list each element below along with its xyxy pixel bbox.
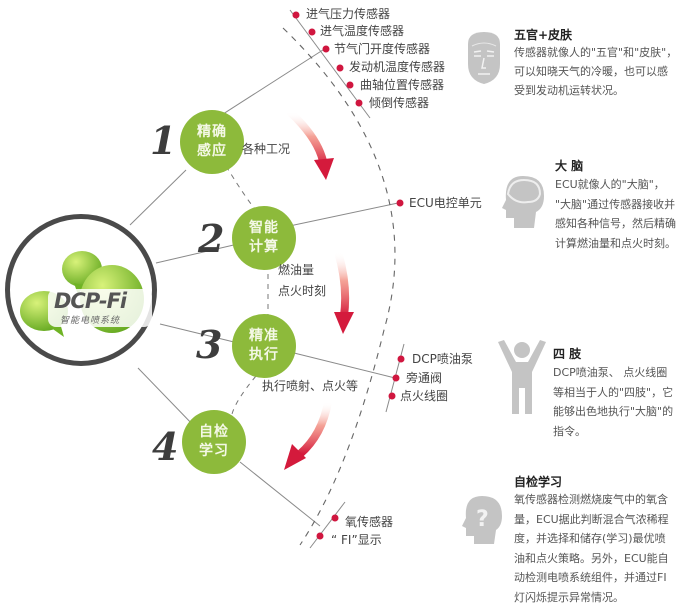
step-2-caption: 燃油量 点火时刻	[278, 260, 326, 302]
panel-line: "大脑"通过传感器接收并	[555, 197, 676, 211]
panel-line: 度，并选择和储存(学习)最优喷	[514, 532, 666, 545]
brain-head-icon	[502, 176, 544, 228]
step-number-3: 3	[196, 322, 223, 367]
spoke-3-actuators	[289, 351, 396, 379]
actuator-dot	[392, 374, 400, 382]
panel-body-brain: ECU就像人的"大脑"， "大脑"通过传感器接收并 感知各种信号，然后精确 计算…	[555, 175, 676, 253]
panel-line: 计算燃油量和点火时刻。	[555, 236, 676, 250]
sensor-dot	[308, 28, 316, 36]
sensor-label: 倾倒传感器	[369, 96, 430, 110]
sensor-label: 进气温度传感器	[320, 24, 405, 38]
panel-line: 油和点火策略。另外，ECU能自	[514, 551, 669, 565]
flow-arrow-2	[334, 248, 354, 334]
step-number-2: 2	[198, 216, 225, 261]
panel-line: 灯闪烁提示异常情况。	[514, 590, 624, 604]
step-circle-precise-execute: 精准 执行	[232, 314, 296, 378]
self-check-label: 氧传感器	[345, 515, 394, 529]
spoke-1	[129, 169, 187, 226]
sensor-label: 进气压力传感器	[306, 7, 391, 21]
spoke-2-ecu	[279, 202, 399, 229]
sensor-dot	[355, 99, 363, 107]
actuator-label: 点火线圈	[400, 389, 449, 403]
step-circle-self-learning: 自检 学习	[182, 410, 246, 474]
caption-fuel-amount: 燃油量	[278, 263, 315, 277]
dashed-arc-inner	[282, 27, 396, 546]
face-icon	[468, 32, 500, 84]
sensor-label: 曲轴位置传感器	[360, 78, 445, 92]
panel-line: DCP喷油泵、 点火线圈	[553, 366, 668, 379]
panel-body-self-learning: 氧传感器检测燃烧废气中的氧含 量，ECU据此判断混合气浓稀程 度，并选择和储存(…	[514, 490, 669, 607]
step-2-label-line1: 智能	[249, 220, 279, 236]
flow-arrow-1	[286, 108, 334, 180]
panel-line: 感知各种信号，然后精确	[555, 217, 676, 230]
panel-line: ECU就像人的"大脑"，	[555, 178, 665, 191]
panel-title-limbs: 四 肢	[553, 347, 582, 361]
step-1-caption: 各种工况	[242, 142, 291, 156]
sensor-label: 发动机温度传感器	[349, 60, 446, 74]
logo-brand-text: DCP-Fi	[54, 289, 127, 313]
sensor-dot	[292, 11, 300, 19]
speech-bubbles-icon	[20, 251, 152, 337]
actuator-dot	[388, 392, 396, 400]
panel-line: 量，ECU据此判断混合气浓稀程	[514, 512, 669, 526]
step-4-label-line1: 自检	[199, 424, 229, 440]
self-check-arc	[309, 501, 346, 549]
ecu-dot	[396, 199, 404, 207]
actuator-label: DCP喷油泵	[412, 352, 473, 366]
panel-title-self-learning: 自检学习	[514, 475, 563, 489]
step-3-label-line2: 执行	[249, 347, 279, 363]
panel-line: 能够出色地执行"大脑"的	[553, 405, 674, 418]
dcp-fi-logo-ring: DCP-Fi 智能电喷系统	[5, 214, 157, 366]
step-1-label-line2: 感应	[197, 143, 227, 159]
step-4-label-line2: 学习	[199, 443, 229, 459]
panel-line: 可以知晓天气的冷暖，也可以感	[514, 65, 668, 78]
panel-body-senses: 传感器就像人的"五官"和"皮肤"， 可以知晓天气的冷暖，也可以感 受到发动机运转…	[514, 43, 677, 100]
self-check-dot	[331, 514, 339, 522]
step-1-label-line1: 精确	[197, 124, 227, 140]
sensor-dot	[322, 45, 330, 53]
sensor-label: 节气门开度传感器	[334, 42, 431, 56]
ecu-label: ECU电控单元	[409, 196, 482, 210]
panel-line: 受到发动机运转状况。	[514, 84, 624, 97]
panel-line: 氧传感器检测燃烧废气中的氧含	[514, 493, 668, 506]
self-check-label: “ FI”显示	[331, 533, 382, 547]
sensor-arc	[289, 9, 371, 119]
logo-subtitle: 智能电喷系统	[60, 316, 121, 326]
step-2-label-line2: 计算	[249, 239, 279, 255]
actuator-dot	[397, 355, 405, 363]
panel-line: 等相当于人的"四肢"，它	[553, 385, 674, 399]
question-head-icon: ?	[462, 496, 502, 544]
step-number-4: 4	[152, 424, 179, 469]
actuator-label: 旁通阀	[406, 371, 443, 385]
step-circle-precise-sensing: 精确 感应	[180, 110, 244, 174]
panel-body-limbs: DCP喷油泵、 点火线圈 等相当于人的"四肢"，它 能够出色地执行"大脑"的 指…	[553, 363, 673, 441]
step-3-caption: 执行喷射、点火等	[262, 379, 359, 393]
flow-arrow-3	[284, 398, 332, 470]
step-circle-smart-compute: 智能 计算	[232, 206, 296, 270]
sensor-dot	[336, 64, 344, 72]
self-check-dot	[316, 532, 324, 540]
panel-title-brain: 大 脑	[555, 159, 584, 173]
step-3-label-line1: 精准	[249, 328, 279, 344]
panel-line: 传感器就像人的"五官"和"皮肤"，	[514, 46, 678, 59]
panel-title-senses: 五官+皮肤	[514, 28, 573, 42]
person-arms-up-icon	[498, 340, 546, 414]
sensor-dot	[346, 81, 354, 89]
panel-line: 指令。	[553, 424, 586, 438]
spoke-4-self-check	[239, 461, 321, 527]
panel-line: 动检测电喷系统组件，并通过FI	[514, 571, 667, 584]
caption-ignition-timing: 点火时刻	[278, 284, 327, 298]
svg-text:?: ?	[476, 507, 489, 532]
step-number-1: 1	[150, 118, 177, 163]
